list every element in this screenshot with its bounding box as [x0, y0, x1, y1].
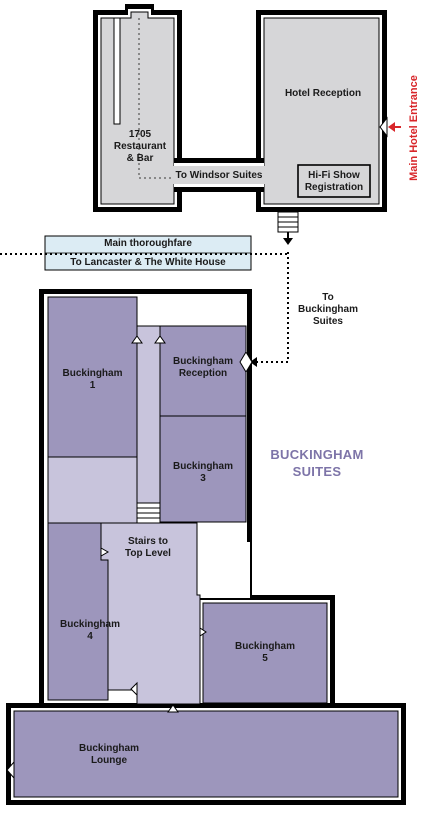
buckingham-5-label: Buckingham 5 — [234, 641, 295, 664]
main-hotel-entrance-label: Main Hotel Entrance — [408, 75, 420, 181]
entrance-arrow-icon — [388, 122, 401, 132]
buckingham-4-label: Buckingham 4 — [59, 619, 120, 642]
restaurant-path — [138, 18, 174, 179]
hotel-reception-label: Hotel Reception — [284, 88, 362, 99]
stairs-to-top-level-label: Stairs to Top Level — [125, 536, 171, 559]
windsor-route-label: To Windsor Suites — [175, 170, 263, 181]
restaurant-label: 1705 Restaurant & Bar — [113, 129, 167, 164]
route-to-buckingham — [250, 232, 293, 367]
buckingham-lounge-label: Buckingham Lounge — [78, 743, 139, 766]
buckingham-1-label: Buckingham 1 — [62, 368, 123, 391]
main-thoroughfare-label: Main thoroughfare — [104, 238, 192, 249]
lancaster-route-label: To Lancaster & The White House — [70, 257, 226, 268]
main-thoroughfare — [0, 235, 288, 271]
to-buckingham-route-label: To Buckingham Suites — [297, 292, 358, 327]
buckingham-reception-label: Buckingham Reception — [172, 356, 233, 379]
buckingham-suites-title: BUCKINGHAM SUITES — [270, 447, 364, 479]
hifi-registration-label: Hi-Fi Show Registration — [304, 170, 364, 193]
buckingham-3-label: Buckingham 3 — [172, 461, 233, 484]
buckingham-stairs — [136, 502, 161, 524]
hotel-main-block — [93, 4, 388, 233]
buckingham-block — [6, 289, 406, 805]
reception-stairs — [277, 211, 299, 233]
